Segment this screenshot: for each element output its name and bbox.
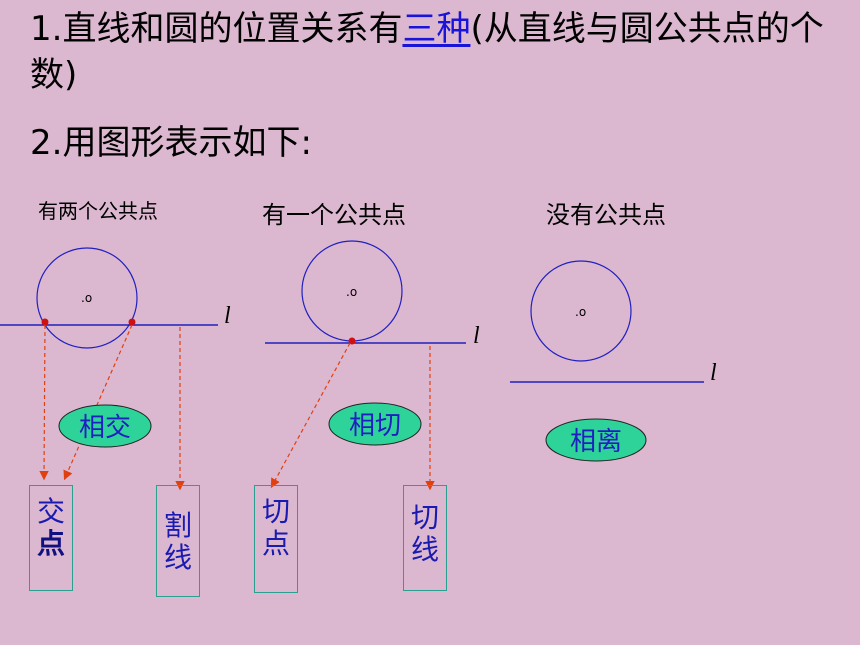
box-3-char-2: 点 bbox=[261, 527, 290, 560]
relation-label-case-2: 相切 bbox=[349, 411, 401, 441]
heading-1-prefix: 1.直线和圆的位置关系有 bbox=[30, 9, 403, 49]
arrow-tangent-point-to-box bbox=[270, 342, 351, 489]
case-2-heading: 有一个公共点 bbox=[262, 201, 406, 229]
relation-badge-case-3 bbox=[545, 418, 647, 462]
case-1-heading: 有两个公共点 bbox=[38, 199, 158, 223]
box-intersection-points: 交 点 bbox=[29, 485, 73, 591]
box-secant: 割 线 bbox=[156, 485, 200, 597]
line-label-case-2: l bbox=[473, 323, 480, 349]
intersection-point-left bbox=[41, 318, 49, 326]
tangent-point bbox=[348, 337, 356, 345]
arrow-left-point-to-box bbox=[39, 324, 49, 481]
circle-case-3 bbox=[530, 260, 632, 362]
relation-label-case-1: 相交 bbox=[79, 413, 131, 443]
line-label-case-1: l bbox=[224, 303, 231, 329]
relation-label-case-3: 相离 bbox=[570, 427, 622, 457]
arrow-right-point-to-box bbox=[63, 324, 133, 481]
heading-1: 1.直线和圆的位置关系有三种(从直线与圆公共点的个数) bbox=[30, 6, 830, 98]
box-1-char-1: 交 bbox=[36, 495, 65, 528]
case-3-heading: 没有公共点 bbox=[546, 201, 666, 229]
three-kinds-link[interactable]: 三种 bbox=[402, 9, 471, 49]
box-2-char-2: 线 bbox=[163, 541, 192, 574]
box-1-char-2: 点 bbox=[36, 527, 65, 560]
box-2-char-1: 割 bbox=[163, 509, 192, 542]
box-4-char-2: 线 bbox=[410, 533, 439, 566]
heading-1-suffix: (从直线与圆公共点的个数) bbox=[30, 9, 824, 95]
circle-case-1 bbox=[36, 247, 138, 349]
center-label-case-2: .o bbox=[346, 285, 357, 299]
heading-2: 2.用图形表示如下: bbox=[30, 123, 312, 163]
box-4-char-1: 切 bbox=[410, 501, 439, 534]
center-label-case-1: .o bbox=[81, 291, 92, 305]
box-tangent-point: 切 点 bbox=[254, 485, 298, 593]
intersection-point-right bbox=[128, 318, 136, 326]
box-tangent-line: 切 线 bbox=[403, 485, 447, 591]
relation-badge-case-1 bbox=[58, 404, 152, 448]
relation-badge-case-2 bbox=[328, 402, 422, 446]
center-label-case-3: .o bbox=[575, 305, 586, 319]
box-3-char-1: 切 bbox=[261, 495, 290, 528]
line-label-case-3: l bbox=[710, 360, 717, 386]
